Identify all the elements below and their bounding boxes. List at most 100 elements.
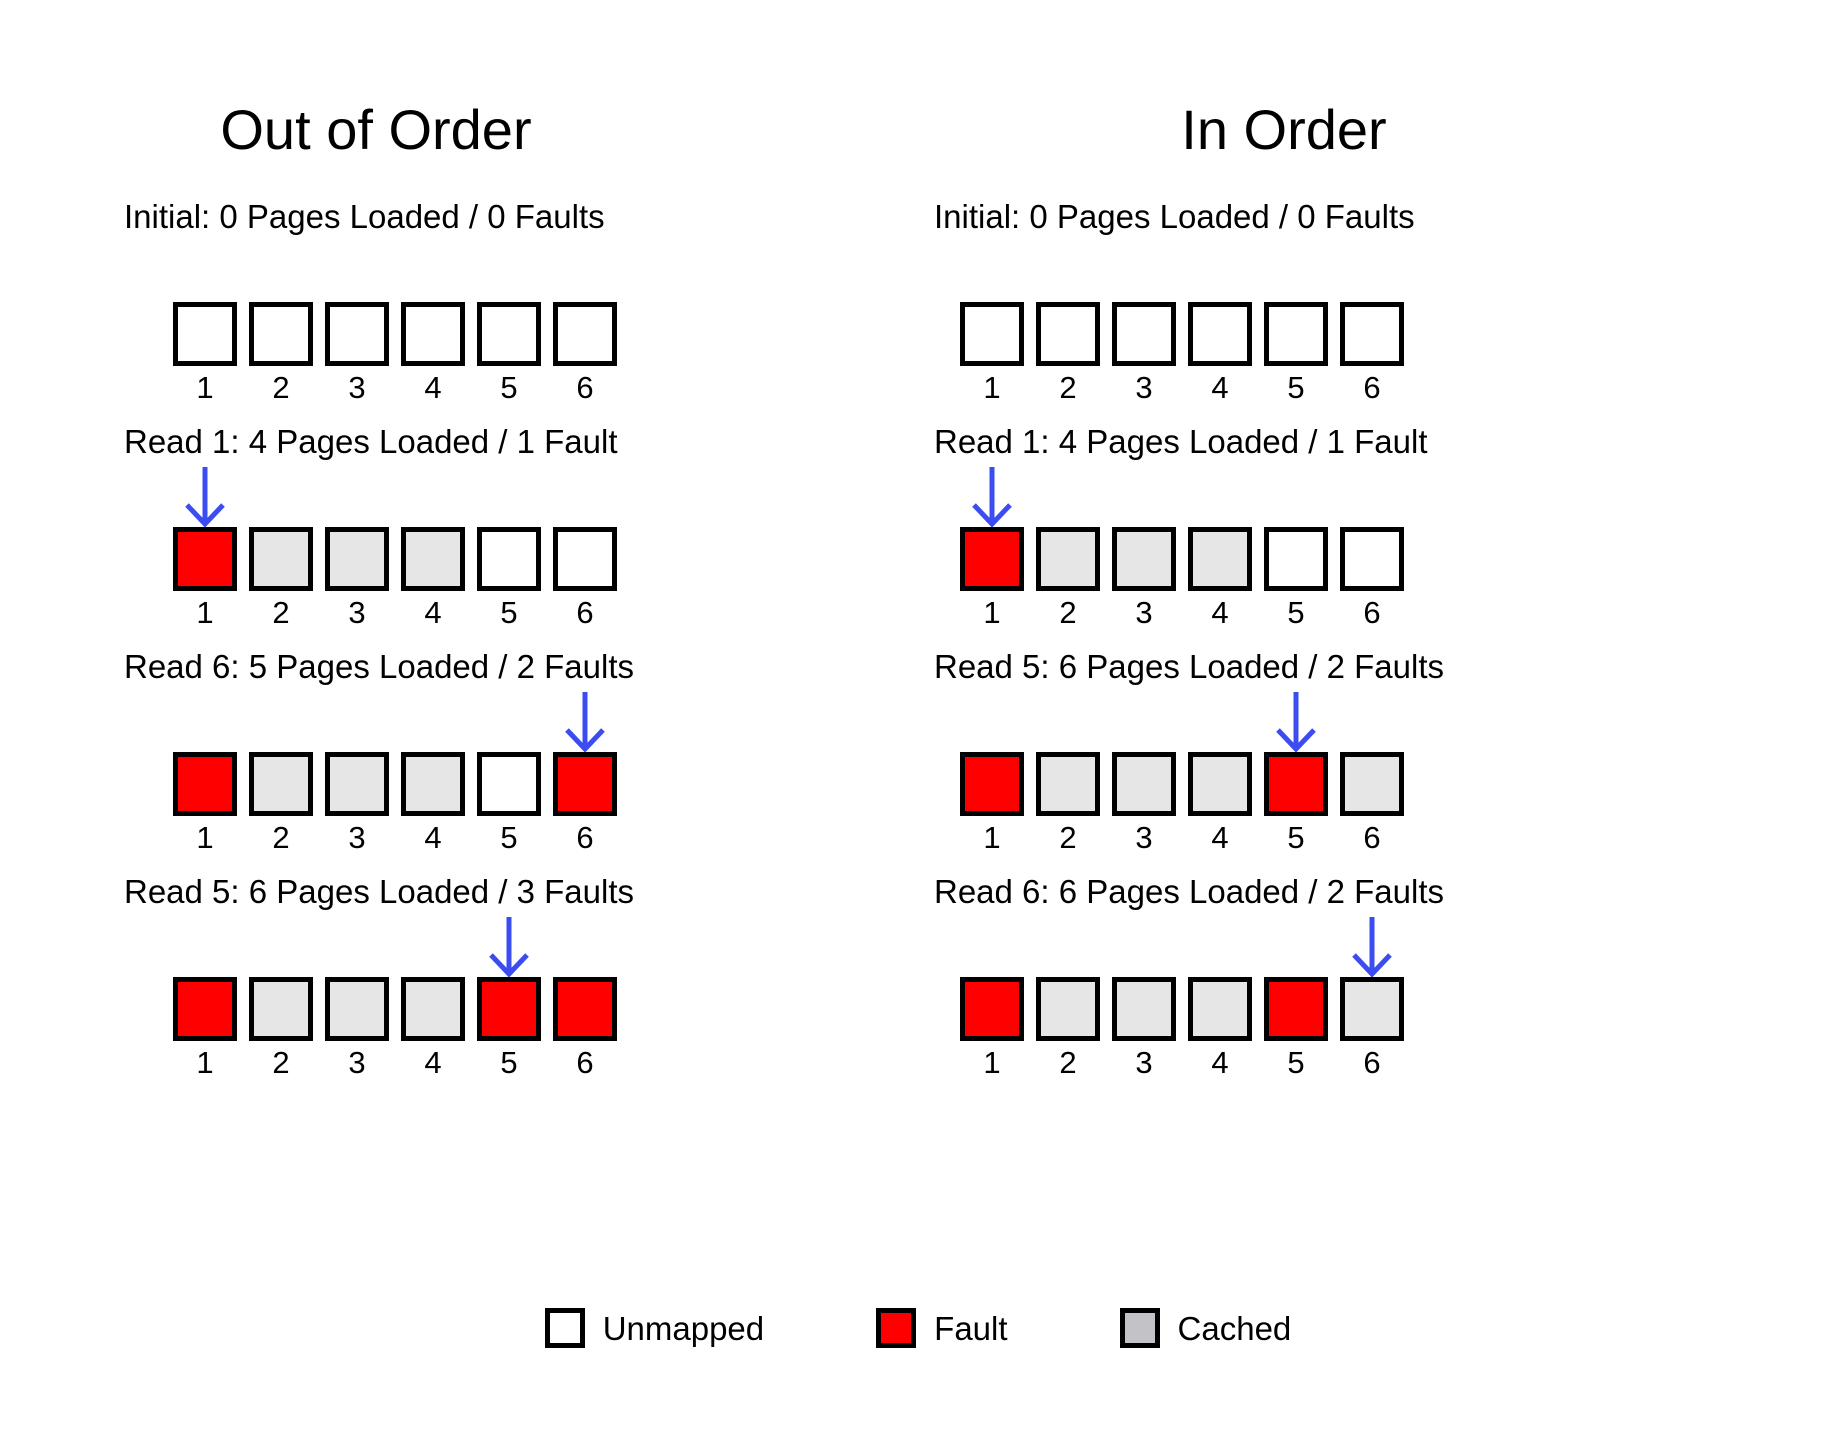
- page-cell-box-fault[interactable]: [477, 977, 541, 1041]
- page-cell-box-unmapped[interactable]: [477, 302, 541, 366]
- page-cell[interactable]: 4: [395, 752, 471, 853]
- page-cell[interactable]: 6: [1334, 527, 1410, 628]
- page-cell[interactable]: 4: [1182, 752, 1258, 853]
- page-cell[interactable]: 2: [1030, 302, 1106, 403]
- page-cell[interactable]: 1: [954, 527, 1030, 628]
- page-cell-box-unmapped[interactable]: [1340, 527, 1404, 591]
- page-cell[interactable]: 4: [395, 527, 471, 628]
- page-cell[interactable]: 1: [954, 302, 1030, 403]
- page-cell-number: 5: [500, 370, 518, 405]
- page-cell-box-cached[interactable]: [1036, 752, 1100, 816]
- page-cell-box-fault[interactable]: [1264, 752, 1328, 816]
- page-cell[interactable]: 5: [471, 302, 547, 403]
- page-cell-box-fault[interactable]: [173, 977, 237, 1041]
- page-cell[interactable]: 4: [395, 977, 471, 1078]
- page-cell[interactable]: 3: [1106, 977, 1182, 1078]
- page-cell-box-fault[interactable]: [173, 752, 237, 816]
- page-cell[interactable]: 1: [954, 752, 1030, 853]
- page-cell-number: 1: [196, 1045, 214, 1080]
- page-cell-box-cached[interactable]: [1340, 977, 1404, 1041]
- page-cell[interactable]: 3: [319, 752, 395, 853]
- page-cell-box-cached[interactable]: [401, 752, 465, 816]
- page-cell-box-unmapped[interactable]: [1036, 302, 1100, 366]
- page-cell-box-unmapped[interactable]: [1188, 302, 1252, 366]
- page-cell[interactable]: 4: [1182, 527, 1258, 628]
- page-cell-box-fault[interactable]: [960, 527, 1024, 591]
- page-cell[interactable]: 3: [319, 527, 395, 628]
- page-cell-box-unmapped[interactable]: [477, 527, 541, 591]
- page-cell[interactable]: 6: [547, 302, 623, 403]
- page-cell[interactable]: 1: [954, 977, 1030, 1078]
- page-cell[interactable]: 5: [1258, 752, 1334, 853]
- page-cell-box-fault[interactable]: [553, 752, 617, 816]
- page-cell[interactable]: 2: [243, 302, 319, 403]
- page-cell-box-cached[interactable]: [1188, 977, 1252, 1041]
- page-cell[interactable]: 1: [167, 527, 243, 628]
- page-cell-box-fault[interactable]: [960, 977, 1024, 1041]
- page-cell[interactable]: 6: [1334, 977, 1410, 1078]
- page-cell[interactable]: 2: [1030, 527, 1106, 628]
- page-cell[interactable]: 4: [1182, 977, 1258, 1078]
- page-cell-box-cached[interactable]: [1036, 977, 1100, 1041]
- page-cell[interactable]: 5: [471, 527, 547, 628]
- page-cell[interactable]: 5: [1258, 527, 1334, 628]
- page-cell-box-cached[interactable]: [1112, 527, 1176, 591]
- page-cell[interactable]: 3: [1106, 302, 1182, 403]
- page-cell-box-cached[interactable]: [1340, 752, 1404, 816]
- page-cell-box-unmapped[interactable]: [173, 302, 237, 366]
- page-cell[interactable]: 6: [1334, 302, 1410, 403]
- page-cell-box-cached[interactable]: [1112, 752, 1176, 816]
- page-cell[interactable]: 1: [167, 977, 243, 1078]
- page-cell-box-cached[interactable]: [325, 752, 389, 816]
- page-cell[interactable]: 3: [1106, 527, 1182, 628]
- page-cell-box-unmapped[interactable]: [1264, 302, 1328, 366]
- page-cell-box-unmapped[interactable]: [960, 302, 1024, 366]
- page-cell[interactable]: 2: [1030, 752, 1106, 853]
- page-cell[interactable]: 5: [1258, 302, 1334, 403]
- page-cell-box-cached[interactable]: [249, 527, 313, 591]
- page-cell[interactable]: 3: [319, 302, 395, 403]
- page-cell[interactable]: 4: [1182, 302, 1258, 403]
- page-cell-box-cached[interactable]: [249, 752, 313, 816]
- page-cell-box-cached[interactable]: [1036, 527, 1100, 591]
- page-cell[interactable]: 1: [167, 302, 243, 403]
- page-cell-box-cached[interactable]: [401, 977, 465, 1041]
- page-cell-box-cached[interactable]: [325, 527, 389, 591]
- page-cell[interactable]: 2: [243, 752, 319, 853]
- page-cell-box-fault[interactable]: [173, 527, 237, 591]
- page-cell-box-cached[interactable]: [249, 977, 313, 1041]
- page-cell-box-fault[interactable]: [1264, 977, 1328, 1041]
- page-cell-number: 6: [1363, 820, 1381, 855]
- page-cell-box-cached[interactable]: [325, 977, 389, 1041]
- page-cell-box-fault[interactable]: [960, 752, 1024, 816]
- page-cell[interactable]: 4: [395, 302, 471, 403]
- page-cell-box-unmapped[interactable]: [1340, 302, 1404, 366]
- page-cell-box-unmapped[interactable]: [401, 302, 465, 366]
- page-cell[interactable]: 3: [1106, 752, 1182, 853]
- page-cell-box-cached[interactable]: [401, 527, 465, 591]
- page-cell-box-unmapped[interactable]: [1112, 302, 1176, 366]
- page-cell[interactable]: 5: [471, 977, 547, 1078]
- page-cell[interactable]: 6: [547, 527, 623, 628]
- page-cell[interactable]: 5: [1258, 977, 1334, 1078]
- page-cell[interactable]: 6: [1334, 752, 1410, 853]
- page-cell[interactable]: 5: [471, 752, 547, 853]
- page-cell[interactable]: 1: [167, 752, 243, 853]
- page-cell-box-cached[interactable]: [1188, 752, 1252, 816]
- page-cell[interactable]: 2: [1030, 977, 1106, 1078]
- page-cell-box-unmapped[interactable]: [477, 752, 541, 816]
- page-cell[interactable]: 6: [547, 977, 623, 1078]
- page-cell-box-unmapped[interactable]: [553, 527, 617, 591]
- page-cell-box-unmapped[interactable]: [249, 302, 313, 366]
- page-cell-box-unmapped[interactable]: [325, 302, 389, 366]
- page-cell-box-fault[interactable]: [553, 977, 617, 1041]
- page-cell-box-cached[interactable]: [1188, 527, 1252, 591]
- page-cell[interactable]: 3: [319, 977, 395, 1078]
- page-cell[interactable]: 2: [243, 527, 319, 628]
- page-cell[interactable]: 6: [547, 752, 623, 853]
- page-cell-box-unmapped[interactable]: [1264, 527, 1328, 591]
- page-cell[interactable]: 2: [243, 977, 319, 1078]
- page-cell-box-cached[interactable]: [1112, 977, 1176, 1041]
- page-cell-box-unmapped[interactable]: [553, 302, 617, 366]
